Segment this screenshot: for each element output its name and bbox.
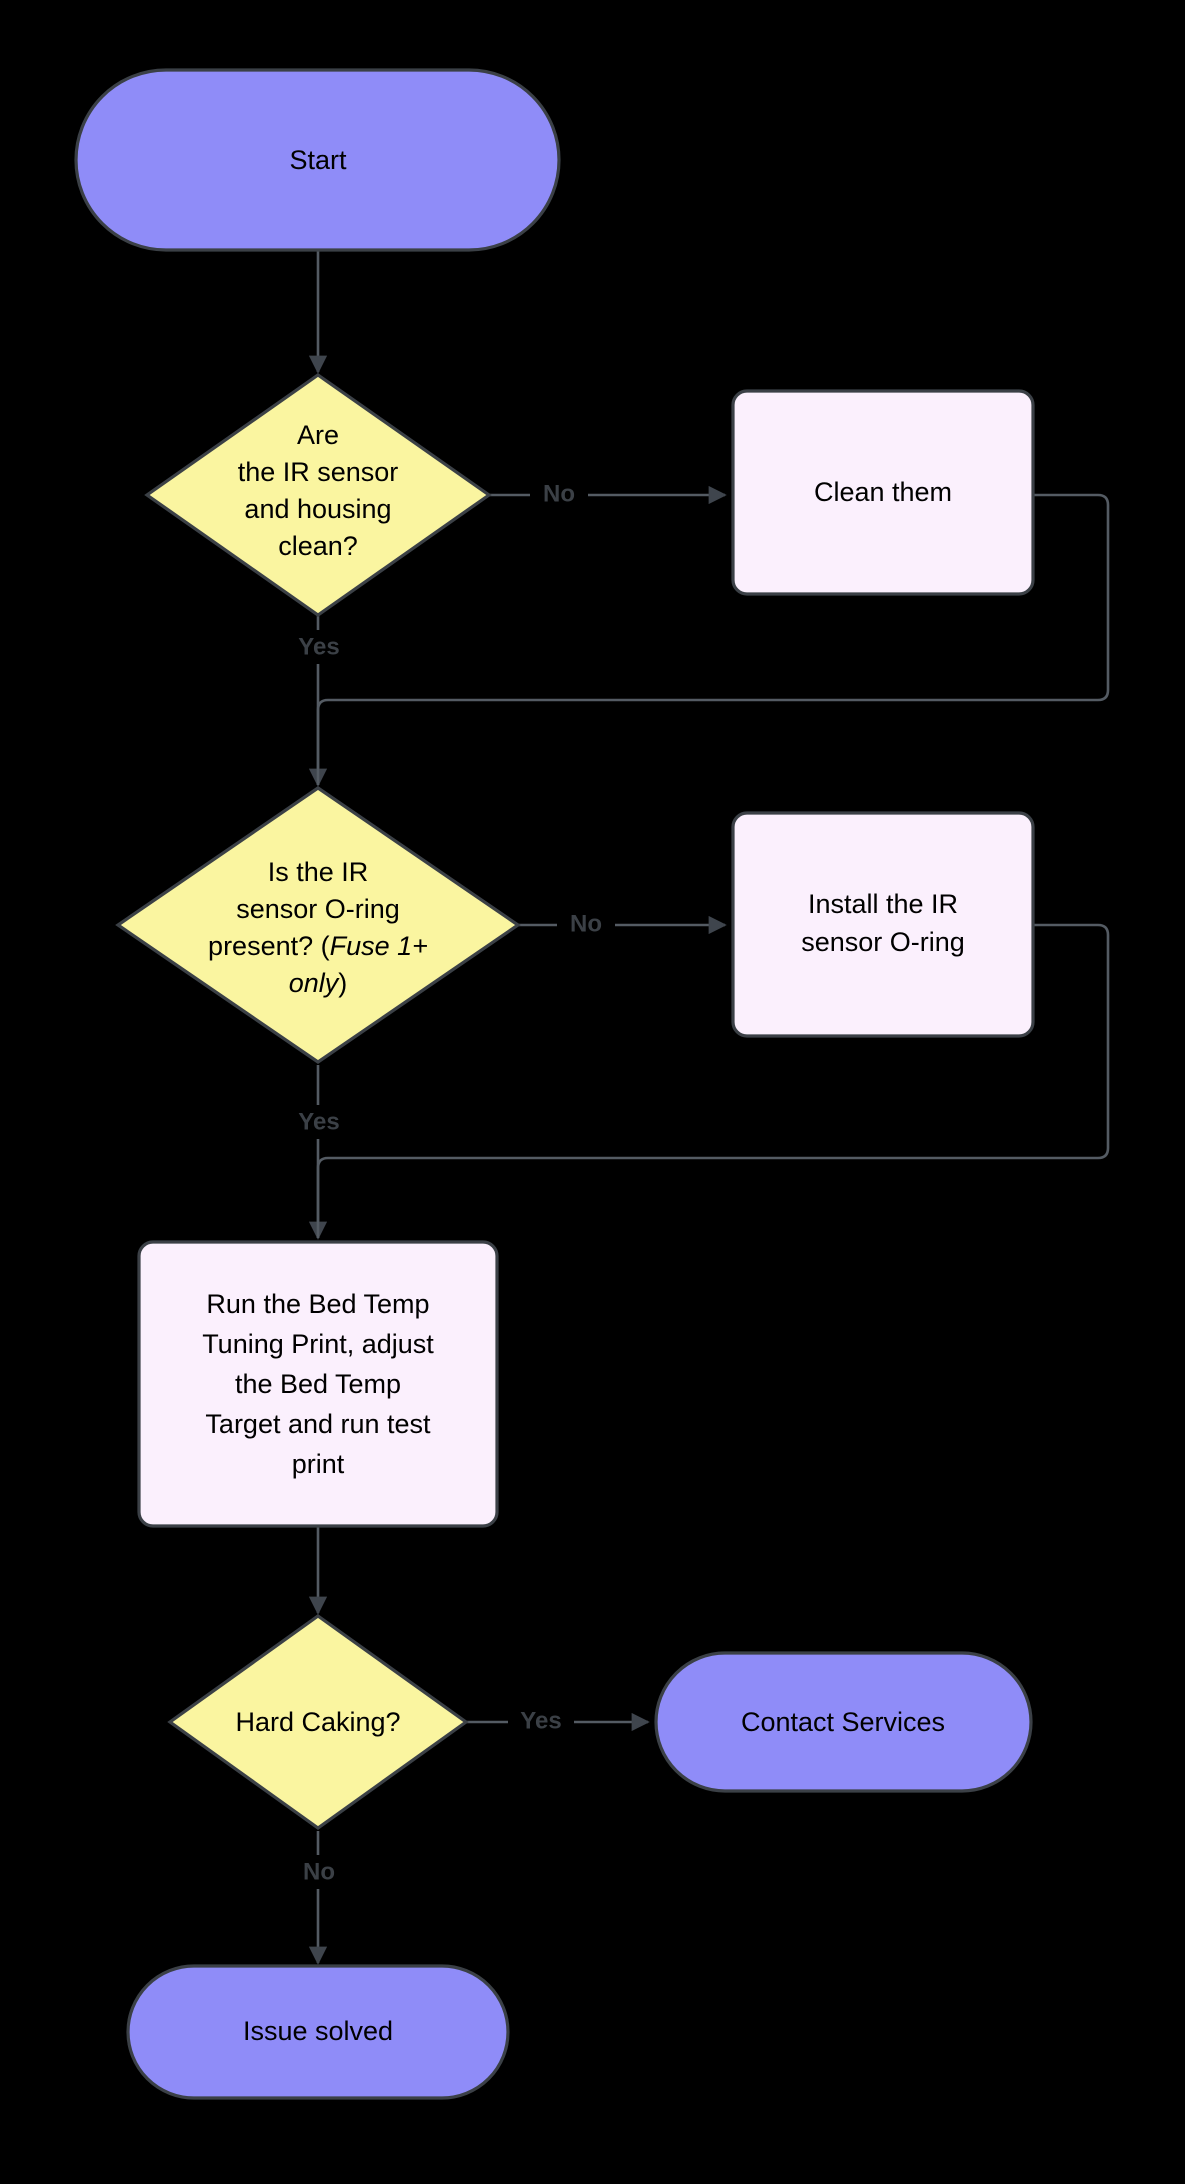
node-bed-temp[interactable]: Run the Bed Temp Tuning Print, adjust th… — [137, 1240, 499, 1528]
node-q-caking[interactable]: Hard Caking? — [167, 1614, 469, 1830]
node-q-caking-shape[interactable] — [167, 1614, 469, 1830]
node-install-oring[interactable]: Install the IR sensor O-ring — [731, 811, 1035, 1038]
node-contact-services[interactable]: Contact Services — [654, 1651, 1033, 1793]
edge-install-oring-loopback — [316, 923, 1110, 1238]
node-q-clean-shape[interactable] — [144, 373, 492, 617]
node-bed-temp-line4: Target and run test — [205, 1409, 431, 1439]
node-install-oring-shape[interactable] — [731, 811, 1035, 1038]
node-q-caking-label: Hard Caking? — [235, 1707, 400, 1737]
node-q-oring[interactable]: Is the IR sensor O-ring present? (Fuse 1… — [115, 786, 521, 1064]
node-contact-services-label: Contact Services — [741, 1707, 945, 1737]
node-bed-temp-line5: print — [292, 1449, 345, 1479]
node-clean-them-label: Clean them — [814, 477, 952, 507]
node-q-oring-line3-plain: present? ( — [208, 931, 330, 961]
edge-label-layer: No Yes No Yes Yes No — [286, 477, 615, 1889]
edge-label-no-3: No — [303, 1858, 335, 1885]
node-clean-them[interactable]: Clean them — [731, 389, 1035, 596]
node-start[interactable]: Start — [74, 68, 561, 252]
node-clean-them-shape[interactable] — [731, 389, 1035, 596]
edge-label-yes-2: Yes — [298, 1108, 339, 1135]
node-q-oring-shape[interactable] — [115, 786, 521, 1064]
node-start-label: Start — [289, 145, 347, 175]
edge-layer — [308, 250, 1110, 1965]
edge-label-no-2-bg — [557, 907, 615, 941]
edge-label-no-1: No — [543, 480, 575, 507]
node-q-clean-line3: and housing — [244, 494, 391, 524]
node-q-oring-line4: only) — [289, 968, 348, 998]
node-q-oring-line3-italic: Fuse 1+ — [330, 931, 428, 961]
node-q-oring-line3: present? (Fuse 1+ — [208, 931, 428, 961]
node-bed-temp-shape[interactable] — [137, 1240, 499, 1528]
node-q-clean-line2: the IR sensor — [238, 457, 399, 487]
node-bed-temp-line1: Run the Bed Temp — [206, 1289, 429, 1319]
node-install-oring-line1: Install the IR — [808, 889, 958, 919]
edge-label-no-2: No — [570, 910, 602, 937]
edge-label-yes-3: Yes — [520, 1707, 561, 1734]
edge-label-yes-2-bg — [286, 1105, 352, 1139]
node-layer: Start Are the IR sensor and housing clea… — [74, 68, 1035, 2100]
node-q-oring-line4-plain: ) — [338, 968, 347, 998]
node-issue-solved[interactable]: Issue solved — [126, 1964, 510, 2100]
node-q-clean-line1: Are — [297, 420, 339, 450]
node-q-oring-line4-italic: only — [289, 968, 340, 998]
node-q-oring-line1: Is the IR — [268, 857, 369, 887]
node-issue-solved-label: Issue solved — [243, 2016, 393, 2046]
node-bed-temp-line2: Tuning Print, adjust — [202, 1329, 434, 1359]
edge-label-yes-1-bg — [286, 630, 352, 664]
node-q-clean-line4: clean? — [278, 531, 358, 561]
edge-label-yes-1: Yes — [298, 633, 339, 660]
node-q-oring-line2: sensor O-ring — [236, 894, 400, 924]
node-contact-services-shape[interactable] — [654, 1651, 1033, 1793]
node-bed-temp-line3: the Bed Temp — [235, 1369, 401, 1399]
edge-label-yes-3-bg — [508, 1704, 574, 1738]
node-q-clean[interactable]: Are the IR sensor and housing clean? — [144, 373, 492, 617]
edge-label-no-1-bg — [530, 477, 588, 511]
edge-clean-them-loopback — [316, 493, 1110, 785]
node-start-shape[interactable] — [74, 68, 561, 252]
node-install-oring-line2: sensor O-ring — [801, 927, 965, 957]
node-issue-solved-shape[interactable] — [126, 1964, 510, 2100]
edge-label-no-3-bg — [290, 1855, 348, 1889]
